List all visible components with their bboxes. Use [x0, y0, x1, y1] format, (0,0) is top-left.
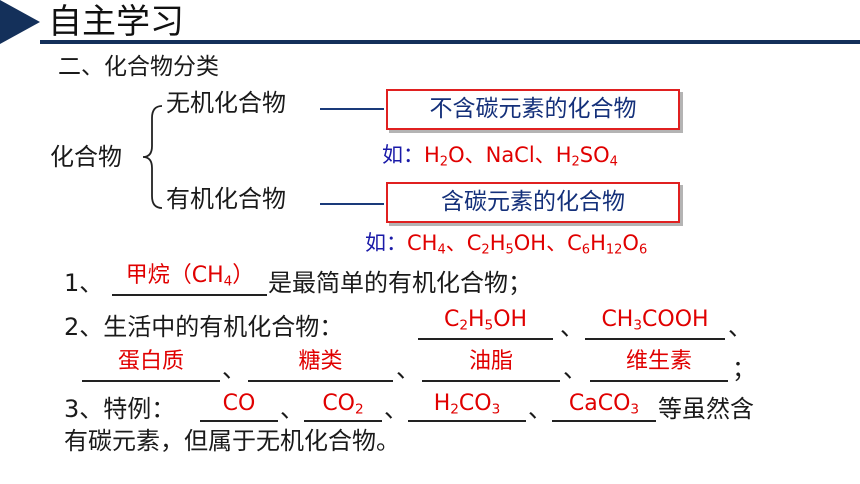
example-prefix: 如：: [382, 143, 424, 167]
q2-answer-vitamin: 维生素: [625, 349, 692, 374]
formula-nacl: NaCl: [485, 143, 535, 167]
formula-c2h5oh: C2H5OH: [466, 231, 547, 258]
q3-answer-h2co3: H2CO3: [433, 391, 501, 418]
q2-answer-protein: 蛋白质: [117, 349, 184, 374]
header-bar: [0, 0, 860, 44]
formula-h2so4: H2SO4: [555, 143, 618, 170]
q2-sep: 、: [222, 355, 246, 383]
inorganic-examples: 如：H2O、NaCl、H2SO4: [382, 142, 618, 175]
organic-definition-box: 含碳元素的化合物: [386, 182, 680, 223]
q2-sep: 、: [563, 355, 587, 383]
q3-sep: 、: [384, 395, 408, 423]
q1-text: 是最简单的有机化合物；: [268, 269, 532, 297]
separator: 、: [546, 231, 568, 255]
separator: 、: [464, 143, 486, 167]
q2-end: ；: [732, 355, 756, 383]
q2-sep: 、: [396, 355, 420, 383]
q3-blank: [200, 420, 278, 422]
q3-answer-co2: CO2: [322, 391, 364, 418]
separator: 、: [534, 143, 556, 167]
brace-icon: [142, 105, 163, 209]
q2-lead: 2、生活中的有机化合物：: [64, 313, 344, 341]
q3-blank: [552, 420, 656, 422]
q2-answer-fat: 油脂: [468, 349, 513, 374]
q2-answer-ethanol: C2H5OH: [443, 307, 528, 334]
q3-answer-co: CO: [222, 391, 256, 416]
q3-blank: [304, 420, 382, 422]
formula-c6h12o6: C6H12O6: [567, 231, 648, 258]
q2-blank: [590, 380, 728, 382]
q3-sep: 、: [528, 395, 552, 423]
organic-connector: [320, 203, 384, 205]
header-underline: [40, 40, 860, 44]
q2-sep: 、: [728, 313, 752, 341]
q3-blank: [408, 420, 526, 422]
q2-blank: [422, 380, 560, 382]
formula-h2o: H2O: [424, 143, 465, 170]
organic-examples: 如：CH4、C2H5OH、C6H12O6: [365, 230, 647, 263]
q3-answer-caco3: CaCO3: [568, 391, 640, 418]
header-triangle-decoration: [0, 0, 40, 44]
q3-sep: 、: [280, 395, 304, 423]
q2-blank: [418, 338, 553, 340]
q3-tail-1: 等虽然含: [658, 395, 754, 423]
inorganic-definition-box: 不含碳元素的化合物: [386, 89, 680, 130]
q2-blank: [248, 380, 393, 382]
inorganic-label: 无机化合物: [166, 89, 286, 117]
q3-lead: 3、特例：: [64, 395, 176, 423]
page-title: 自主学习: [48, 2, 184, 42]
example-prefix: 如：: [365, 231, 407, 255]
q2-answer-acetic-acid: CH3COOH: [601, 307, 709, 334]
q1-number: 1、: [64, 269, 104, 297]
q2-blank: [82, 380, 220, 382]
q3-tail-2: 有碳元素，但属于无机化合物。: [64, 427, 400, 455]
section-title: 二、化合物分类: [58, 54, 219, 80]
q2-blank: [585, 338, 725, 340]
formula-ch4: CH4: [407, 231, 446, 258]
separator: 、: [445, 231, 467, 255]
q1-answer: 甲烷（CH4）: [125, 263, 255, 290]
classification-root: 化合物: [50, 143, 122, 171]
q2-answer-sugar: 糖类: [298, 349, 343, 374]
inorganic-connector: [320, 108, 384, 110]
q2-sep: 、: [560, 313, 584, 341]
organic-label: 有机化合物: [166, 185, 286, 213]
q1-blank: [112, 294, 267, 296]
